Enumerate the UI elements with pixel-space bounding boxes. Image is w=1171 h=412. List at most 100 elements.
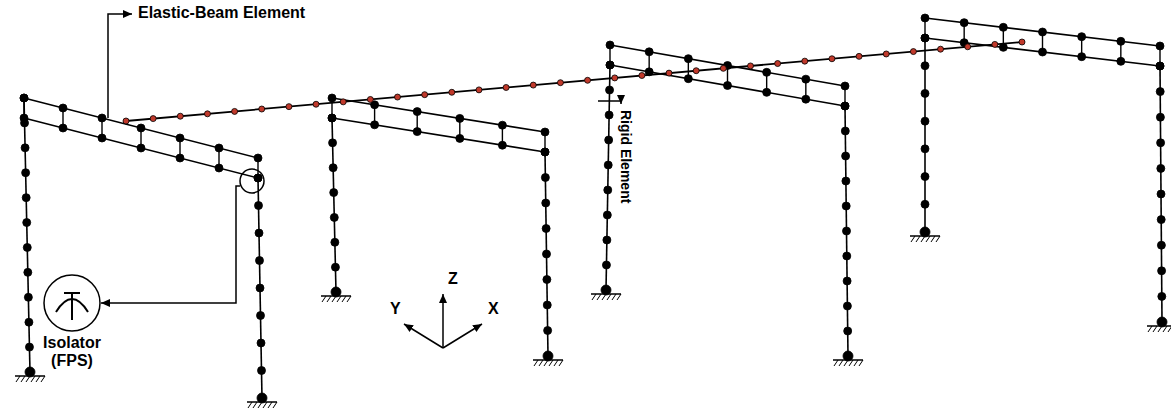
cap-node bbox=[1156, 42, 1164, 50]
cap-node bbox=[921, 34, 929, 42]
column-node bbox=[331, 263, 339, 271]
column-node bbox=[256, 284, 264, 292]
column-node bbox=[605, 111, 613, 119]
cap-node bbox=[20, 94, 28, 102]
axis-label: Z bbox=[448, 270, 458, 288]
column-node bbox=[606, 86, 614, 94]
column-node bbox=[1156, 113, 1164, 121]
column-node bbox=[330, 213, 338, 221]
axis-arrow bbox=[443, 324, 482, 348]
ground-hatch bbox=[322, 296, 326, 302]
column-node bbox=[606, 61, 614, 69]
column-node bbox=[921, 200, 929, 208]
beam-node bbox=[910, 49, 916, 55]
beam-node bbox=[585, 77, 591, 83]
ground-hatch bbox=[327, 296, 331, 302]
ground-hatch bbox=[926, 236, 930, 242]
column-node bbox=[1156, 88, 1164, 96]
ground-hatch bbox=[539, 360, 543, 366]
ground-hatch bbox=[21, 376, 25, 382]
cap-node bbox=[606, 41, 614, 49]
column-node bbox=[542, 199, 550, 207]
beam-node bbox=[747, 63, 753, 69]
cap-node bbox=[254, 154, 262, 162]
ground-hatch bbox=[337, 296, 341, 302]
ground-hatch bbox=[347, 296, 351, 302]
cap-node bbox=[841, 82, 849, 90]
column-node bbox=[604, 186, 612, 194]
beam-node bbox=[992, 41, 998, 47]
beam-node bbox=[775, 61, 781, 67]
leader-line bbox=[108, 14, 132, 118]
cap-node bbox=[1117, 57, 1125, 65]
isolator-highlight bbox=[240, 169, 264, 193]
column-node bbox=[256, 257, 264, 265]
beam-node bbox=[693, 68, 699, 74]
ground-hatch bbox=[607, 294, 611, 300]
column-node bbox=[329, 164, 337, 172]
cap-node bbox=[137, 144, 145, 152]
beam-node bbox=[177, 113, 183, 119]
column-node bbox=[329, 139, 337, 147]
column-element bbox=[606, 65, 610, 290]
cap-node bbox=[20, 114, 28, 122]
cap-node bbox=[176, 134, 184, 142]
column-node bbox=[330, 189, 338, 197]
ground-hatch bbox=[263, 402, 267, 408]
beam-node bbox=[802, 58, 808, 64]
isolator-label: Isolator (FPS) bbox=[36, 334, 108, 371]
column-node bbox=[255, 229, 263, 237]
ground-hatch bbox=[844, 360, 848, 366]
ground-hatch bbox=[617, 294, 621, 300]
column-node bbox=[1157, 190, 1165, 198]
cap-node bbox=[684, 75, 692, 83]
column-node bbox=[921, 117, 929, 125]
column-node bbox=[605, 136, 613, 144]
column-node bbox=[1158, 267, 1166, 275]
column-node bbox=[921, 173, 929, 181]
column-node bbox=[841, 102, 849, 110]
ground-hatch bbox=[332, 296, 336, 302]
ground-hatch bbox=[549, 360, 553, 366]
cap-node bbox=[541, 148, 549, 156]
cap-node bbox=[413, 108, 421, 116]
cap-beam bbox=[332, 118, 545, 152]
beam-node bbox=[150, 116, 156, 122]
column-node bbox=[844, 327, 852, 335]
beam-node bbox=[639, 73, 645, 79]
cap-beam bbox=[332, 98, 545, 132]
ground-hatch bbox=[258, 402, 262, 408]
ground-hatch bbox=[1153, 326, 1157, 332]
cap-node bbox=[59, 104, 67, 112]
column-node bbox=[23, 243, 31, 251]
cap-node bbox=[1039, 28, 1047, 36]
beam-node bbox=[666, 70, 672, 76]
cap-node bbox=[413, 128, 421, 136]
ground-hatch bbox=[554, 360, 558, 366]
ground-hatch bbox=[911, 236, 915, 242]
column-node bbox=[255, 202, 263, 210]
beam-node bbox=[232, 108, 238, 114]
ground-hatch bbox=[253, 402, 257, 408]
column-node bbox=[21, 144, 29, 152]
ground-hatch bbox=[534, 360, 538, 366]
column-node bbox=[20, 94, 28, 102]
leader-line bbox=[101, 186, 240, 303]
column-node bbox=[24, 293, 32, 301]
ground-hatch bbox=[342, 296, 346, 302]
column-node bbox=[843, 277, 851, 285]
elastic-beam bbox=[126, 42, 1022, 121]
cap-node bbox=[684, 55, 692, 63]
beam-node bbox=[612, 75, 618, 81]
axis-arrow bbox=[442, 294, 444, 348]
cap-node bbox=[328, 114, 336, 122]
column-node bbox=[921, 89, 929, 97]
cap-node bbox=[763, 88, 771, 96]
cap-node bbox=[176, 154, 184, 162]
ground-hatch bbox=[612, 294, 616, 300]
cap-node bbox=[724, 82, 732, 90]
column-node bbox=[603, 236, 611, 244]
ground-hatch bbox=[592, 294, 596, 300]
cap-node bbox=[498, 121, 506, 129]
column-node bbox=[543, 276, 551, 284]
